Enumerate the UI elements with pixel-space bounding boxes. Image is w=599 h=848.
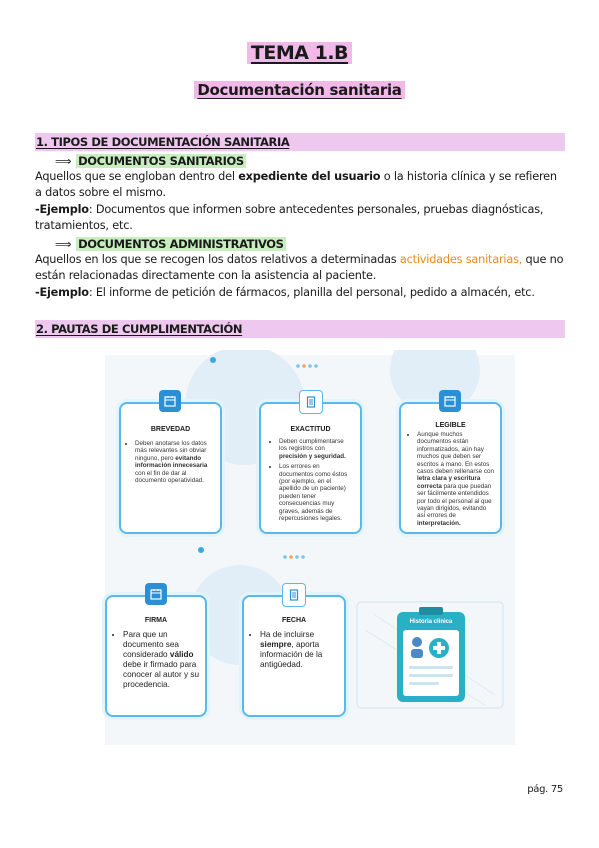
card-body: Para que un documento sea considerado vá… (115, 630, 199, 693)
arrow-icon: ⟹ (55, 154, 72, 168)
bold-text: siempre (260, 640, 292, 649)
arrow-icon: ⟹ (55, 237, 72, 251)
page-number: pág. 75 (527, 784, 563, 795)
text: para que puedan ser fácilmente entendido… (417, 482, 492, 520)
orange-text: actividades sanitarias, (399, 253, 523, 266)
text: : El informe de petición de fármacos, pl… (88, 286, 535, 299)
card-title: LEGIBLE (435, 422, 466, 429)
text: debe ir firmado para conocer al autor y … (123, 660, 200, 689)
bold-text: precisión y seguridad. (279, 452, 346, 460)
card-body: Aunque muchos documentos están informati… (409, 431, 495, 530)
card-firma: FIRMA Para que un documento sea consider… (105, 583, 207, 717)
calendar-icon (159, 390, 181, 412)
text: con el fin de dar al documento operativi… (135, 469, 204, 485)
calendar-icon (439, 390, 461, 412)
text: Aquellos que se engloban dentro del (35, 170, 239, 183)
section-2-heading: 2. PAUTAS DE CUMPLIMENTACIÓN (35, 320, 565, 338)
clipboard-background (356, 601, 504, 709)
text: Ha de incluirse (260, 630, 315, 639)
subheading-documentos-administrativos: ⟹ DOCUMENTOS ADMINISTRATIVOS (55, 236, 286, 252)
card-title: FIRMA (144, 617, 168, 624)
card-title: BREVEDAD (150, 426, 191, 433)
card-title: FECHA (281, 617, 307, 624)
text: Los errores en documentos como éstos (po… (279, 463, 348, 523)
section-2-heading-text: 2. PAUTAS DE CUMPLIMENTACIÓN (36, 322, 243, 336)
text: , aporta información de la antigüedad. (260, 640, 323, 669)
paragraph-sanitarios-definition: Aquellos que se engloban dentro del expe… (35, 169, 565, 201)
bold-text: interpretación. (417, 519, 461, 527)
card-body: Deben anotarse los datos más relevantes … (127, 440, 213, 487)
section-1-heading-text: 1. TIPOS DE DOCUMENTACIÓN SANITARIA (36, 135, 290, 149)
text: Deben cumplimentarse los registros con (279, 438, 344, 453)
bold-text: letra clara y escritura correcta (417, 475, 481, 490)
bold-text: evitando información innecesaria (135, 454, 208, 470)
clinical-history-illustration: Historia clínica (355, 600, 505, 710)
page-subtitle-text: Documentación sanitaria (194, 81, 405, 99)
clipboard-label: Historia clínica (409, 619, 453, 625)
subheading-label: DOCUMENTOS ADMINISTRATIVOS (76, 237, 286, 251)
card-exactitud: EXACTITUD Deben cumplimentarse los regis… (259, 390, 362, 534)
subheading-label: DOCUMENTOS SANITARIOS (76, 154, 246, 168)
paragraph-administrativos-example: -Ejemplo: El informe de petición de fárm… (35, 285, 565, 301)
subheading-documentos-sanitarios: ⟹ DOCUMENTOS SANITARIOS (55, 153, 246, 169)
card-body: Deben cumplimentarse los registros con p… (271, 438, 351, 525)
text: Aunque muchos documentos están informati… (417, 431, 495, 476)
bold-text: expediente del usuario (238, 170, 381, 183)
example-label: -Ejemplo (35, 286, 89, 299)
card-fecha: FECHA Ha de incluirse siempre, aporta in… (242, 583, 346, 717)
section-1-heading: 1. TIPOS DE DOCUMENTACIÓN SANITARIA (35, 133, 565, 151)
paragraph-sanitarios-example: -Ejemplo: Documentos que informen sobre … (35, 202, 565, 234)
page-title-text: TEMA 1.B (246, 42, 353, 64)
calendar-icon (145, 583, 167, 605)
text: o la historia clínica y se refieren a da… (35, 170, 557, 199)
card-title: EXACTITUD (290, 426, 331, 433)
paragraph-administrativos-definition: Aquellos en los que se recogen los datos… (35, 252, 565, 284)
page-subtitle: Documentación sanitaria (0, 81, 599, 99)
text: Aquellos en los que se recogen los datos… (35, 253, 400, 266)
text: : Documentos que informen sobre antecede… (35, 203, 544, 232)
card-body: Ha de incluirse siempre, aporta informac… (252, 630, 338, 673)
document-icon (299, 390, 323, 414)
text: Para que un documento sea considerado (123, 630, 179, 659)
card-legible: LEGIBLE Aunque muchos documentos están i… (399, 390, 502, 534)
text: que no están relacionadas directamente c… (35, 253, 564, 282)
pautas-infographic: BREVEDAD Deben anotarse los datos más re… (105, 350, 515, 745)
card-brevedad: BREVEDAD Deben anotarse los datos más re… (119, 390, 222, 534)
example-label: -Ejemplo (35, 203, 89, 216)
document-icon (282, 583, 306, 607)
bold-text: válido (169, 650, 194, 659)
page-title: TEMA 1.B (0, 42, 599, 64)
text: Deben anotarse los datos más relevantes … (135, 440, 207, 462)
